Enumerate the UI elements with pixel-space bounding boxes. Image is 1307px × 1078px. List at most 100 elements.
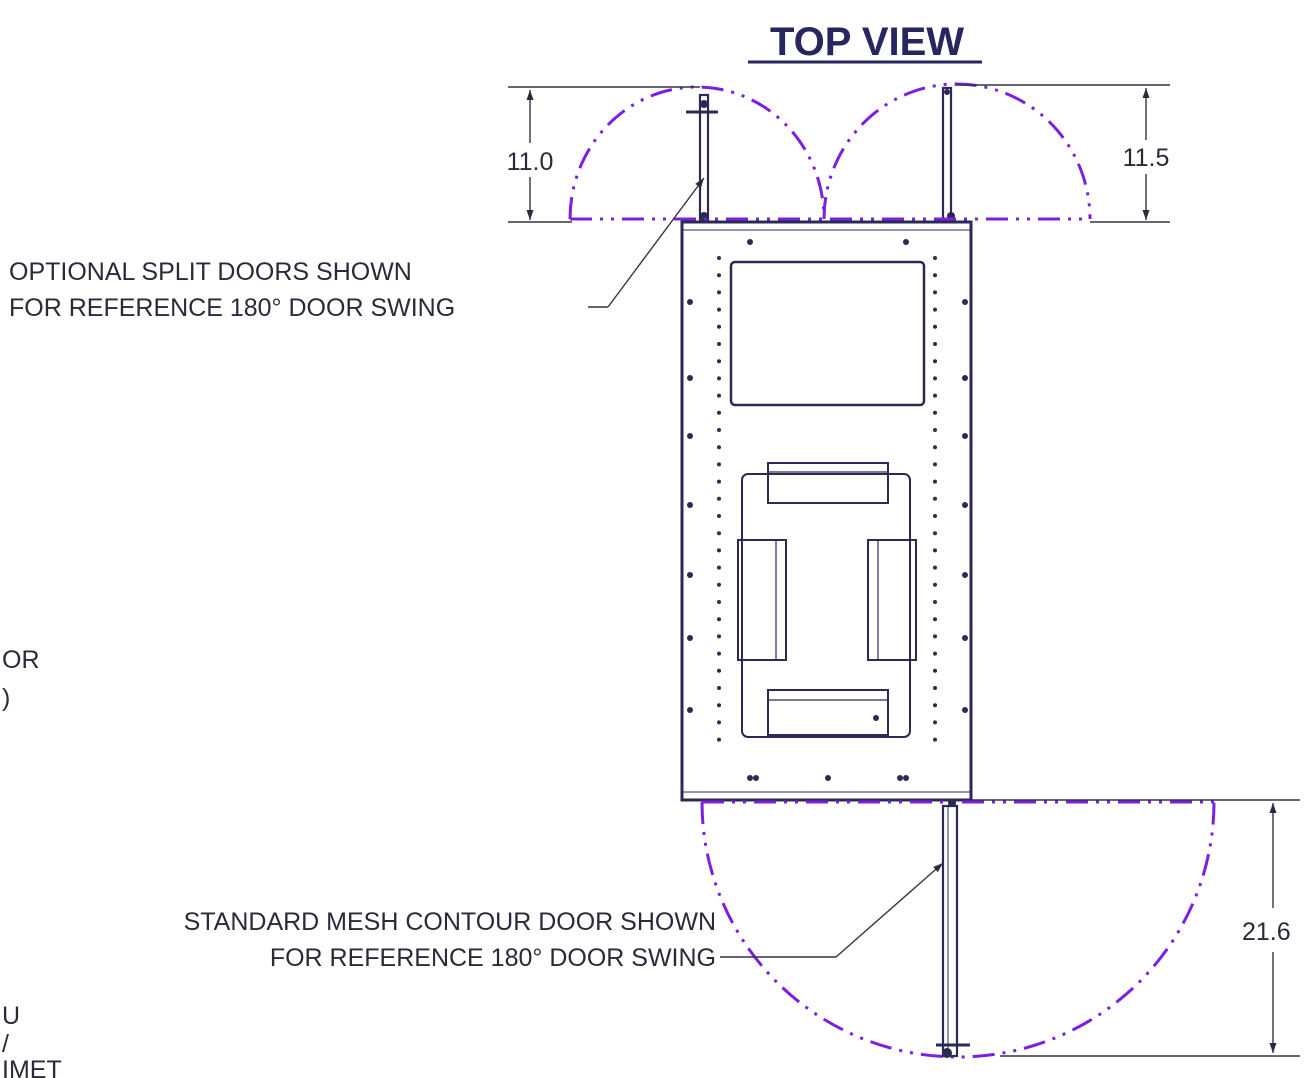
bottom-bracket [767, 689, 889, 736]
split-doors [686, 86, 955, 222]
inner-hole [933, 548, 937, 553]
left-bracket [737, 539, 787, 661]
right-bracket [867, 539, 917, 661]
inner-hole [717, 514, 721, 518]
cropped-text-u: U [2, 1002, 20, 1030]
inner-hole [933, 256, 937, 260]
inner-hole [717, 428, 721, 432]
inner-hole [933, 531, 937, 536]
inner-hole [933, 651, 937, 656]
inner-hole [717, 462, 721, 467]
inner-hole [717, 307, 721, 312]
inner-hole [717, 582, 721, 587]
inner-hole [717, 548, 721, 553]
callout-mesh-door: STANDARD MESH CONTOUR DOOR SHOWN FOR REF… [184, 862, 944, 972]
corner-hole [897, 775, 903, 781]
edge-hole [962, 635, 968, 641]
corner-hole [825, 775, 831, 781]
inner-hole [717, 600, 721, 604]
inner-hole [933, 582, 937, 587]
inner-hole [717, 496, 721, 501]
cropped-text-slash: / [2, 1030, 9, 1058]
inner-hole [933, 686, 937, 690]
edge-hole [962, 375, 968, 381]
inner-hole [717, 686, 721, 690]
inner-hole [717, 634, 721, 639]
inner-hole [717, 668, 721, 673]
inner-hole [717, 720, 721, 725]
edge-hole [687, 433, 693, 439]
dimension-label-21-6: 21.6 [1242, 918, 1291, 946]
center-frame [741, 473, 911, 738]
edge-hole [962, 299, 968, 305]
inner-hole [717, 479, 721, 484]
inner-hole [717, 703, 721, 708]
edge-hole [687, 635, 693, 641]
inner-hole [933, 342, 937, 346]
left-door-swing [568, 85, 826, 220]
mounting-holes [687, 239, 968, 781]
inner-hole [717, 531, 721, 536]
right-door-swing [822, 82, 1092, 220]
inner-hole [933, 307, 937, 312]
dimension-label-11-0: 11.0 [507, 148, 554, 176]
inner-hole [933, 273, 937, 278]
edge-hole [687, 502, 693, 508]
callout-split-doors-line1: OPTIONAL SPLIT DOORS SHOWN [9, 258, 412, 286]
cabinet-body [680, 220, 973, 802]
corner-hole [747, 239, 753, 245]
corner-hole [903, 775, 909, 781]
inner-hole [933, 600, 937, 604]
inner-hole [717, 290, 721, 295]
inner-hole [933, 462, 937, 467]
edge-hole [687, 707, 693, 713]
inner-hole [717, 737, 721, 742]
corner-hole [873, 715, 879, 721]
inner-hole [933, 514, 937, 518]
callout-mesh-door-line2: FOR REFERENCE 180° DOOR SWING [270, 944, 716, 972]
inner-hole [717, 256, 721, 260]
inner-hole [717, 410, 721, 415]
dimension-right-door-depth: 11.5 [955, 84, 1178, 223]
callout-mesh-door-line1: STANDARD MESH CONTOUR DOOR SHOWN [184, 908, 716, 936]
edge-hole [962, 433, 968, 439]
edge-hole [962, 707, 968, 713]
inner-hole [933, 703, 937, 708]
dimension-bottom-door-depth: 21.6 [972, 799, 1307, 1057]
inner-hole [933, 720, 937, 725]
dimension-label-11-5: 11.5 [1123, 144, 1170, 172]
door-swing-arcs [568, 82, 1216, 1059]
mesh-door [936, 799, 970, 1058]
inner-hole [717, 617, 721, 622]
bottom-door-swing [700, 801, 1216, 1059]
edge-hole [962, 502, 968, 508]
inner-hole [933, 445, 937, 450]
edge-hole [687, 375, 693, 381]
edge-hole [687, 299, 693, 305]
inner-hole [933, 479, 937, 484]
inner-hole [933, 376, 937, 381]
dimension-left-door-depth: 11.0 [498, 86, 700, 223]
inner-hole [717, 359, 721, 364]
inner-hole [717, 393, 721, 398]
cropped-left-text: OR ) U / IMET [2, 646, 62, 1078]
inner-hole [933, 359, 937, 364]
edge-hole [962, 572, 968, 578]
callout-split-doors: OPTIONAL SPLIT DOORS SHOWN FOR REFERENCE… [9, 177, 705, 322]
view-title: TOP VIEW [770, 20, 964, 64]
corner-hole [903, 239, 909, 245]
inner-hole [933, 737, 937, 742]
cropped-text-imet: IMET [2, 1056, 62, 1078]
edge-hole [687, 572, 693, 578]
inner-hole [717, 651, 721, 656]
top-bracket [767, 462, 889, 504]
inner-hole [933, 565, 937, 570]
callout-split-doors-line2: FOR REFERENCE 180° DOOR SWING [9, 294, 455, 322]
inner-hole [933, 290, 937, 295]
cropped-text-or: OR [2, 646, 40, 674]
inner-hole [717, 445, 721, 450]
inner-hole [933, 428, 937, 432]
inner-hole [933, 324, 937, 329]
corner-hole [747, 775, 753, 781]
